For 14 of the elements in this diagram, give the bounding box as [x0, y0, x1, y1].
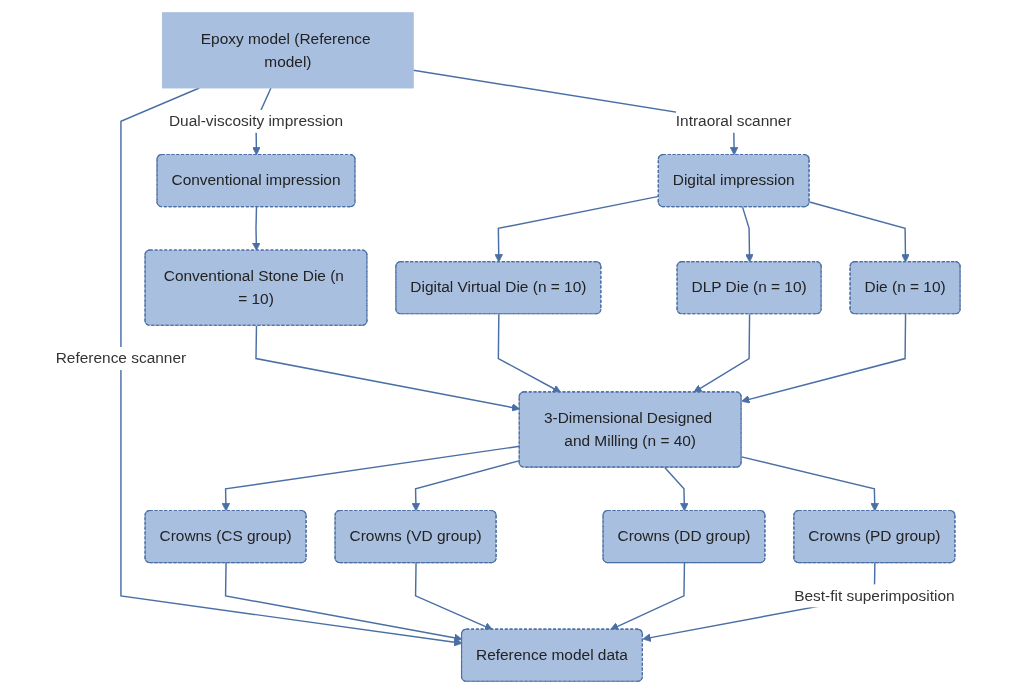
arrow	[741, 206, 754, 263]
arrow	[610, 562, 686, 631]
node-box: Epoxy model (Reference model)	[162, 12, 414, 89]
arrow	[664, 466, 689, 512]
edge-label: Dual-viscosity impression	[169, 112, 344, 129]
arrow	[497, 313, 562, 393]
edge-label: Reference scanner	[55, 349, 187, 367]
arrow	[414, 562, 494, 631]
arrow	[693, 313, 751, 393]
edge-label: Intraoral scanner	[675, 112, 792, 129]
arrow	[808, 201, 910, 263]
edge-label: Best-fit superimposition	[794, 587, 955, 604]
arrow	[252, 206, 261, 251]
arrow	[741, 313, 907, 404]
